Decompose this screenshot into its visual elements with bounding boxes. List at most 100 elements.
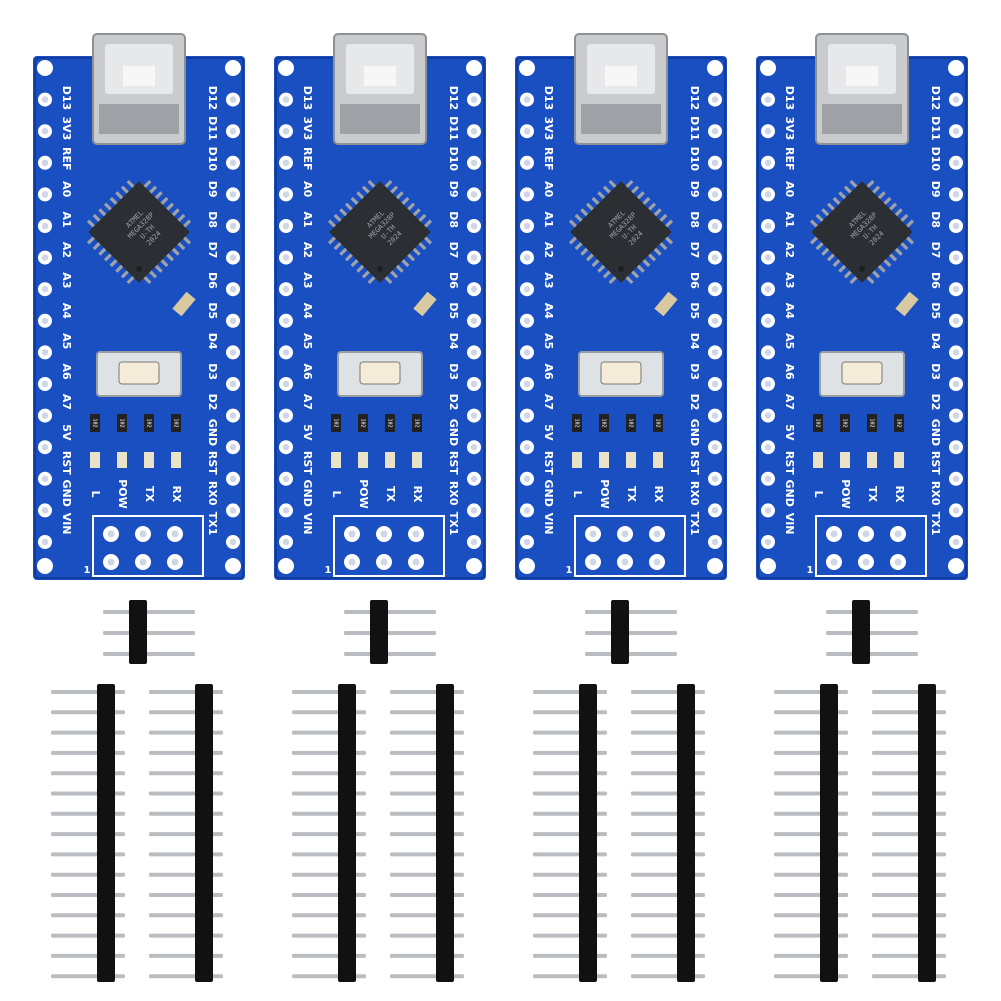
pin-label-right: RX0 (929, 481, 942, 506)
pin-hole (229, 317, 237, 325)
header-body (129, 600, 147, 664)
pin-hole (711, 222, 719, 230)
pin-label-left: D13 (783, 86, 796, 110)
pin-hole (764, 285, 772, 293)
crystal (654, 291, 678, 317)
icsp-hole (348, 558, 356, 566)
long-pin-header (292, 684, 366, 982)
pin-label-left: A3 (542, 272, 555, 288)
pin-hole (282, 443, 290, 451)
pin-label-right: D4 (447, 333, 460, 350)
pin-label-left: GND (542, 480, 555, 507)
boards-layer: D133V3REFA0A1A2A3A4A5A6A75VRSTGNDVIND12D… (33, 33, 968, 580)
pin-hole (282, 191, 290, 198)
pin-hole (470, 254, 478, 261)
resistor-code: 102 (146, 418, 152, 427)
pin-label-right: GND (447, 419, 460, 446)
small-pin-header (103, 600, 195, 664)
pin-hole (952, 222, 960, 230)
pin-hole (764, 127, 772, 135)
pin-header-set (292, 600, 464, 982)
pin-hole (470, 127, 478, 135)
pin-hole (523, 254, 531, 261)
pin-hole (282, 412, 290, 419)
resistor (599, 414, 609, 432)
pin-label-right: D12 (206, 86, 219, 110)
long-pin-header (774, 684, 848, 982)
resistor-code: 102 (869, 418, 875, 427)
usb-legs (99, 104, 179, 134)
pin-label-right: D4 (206, 333, 219, 350)
header-body (338, 684, 356, 982)
led-label: RX (652, 486, 665, 503)
resistor (90, 414, 100, 432)
pin-hole (470, 317, 478, 325)
pin-hole (764, 349, 772, 356)
mount-hole (37, 558, 53, 574)
pin-label-left: A2 (783, 242, 796, 258)
pin-header-set (774, 600, 946, 982)
pin-label-right: TX1 (929, 512, 942, 536)
led (813, 452, 823, 468)
pin-label-right: D11 (206, 116, 219, 140)
icsp-hole (862, 530, 870, 538)
pin-label-right: D6 (206, 272, 219, 289)
resistor (144, 414, 154, 432)
pin-label-right: D5 (688, 302, 701, 319)
led (867, 452, 877, 468)
pin-hole (41, 127, 49, 135)
pin-label-right: D8 (206, 211, 219, 228)
icsp-hole (107, 530, 115, 538)
pin-label-left: A5 (783, 333, 796, 349)
pin-label-left: A4 (783, 303, 796, 320)
usb-tongue (605, 66, 637, 86)
pin1-marker: 1 (807, 565, 814, 576)
pin-hole (523, 380, 531, 388)
icsp-hole (171, 558, 179, 566)
arduino-nano-board: D133V3REFA0A1A2A3A4A5A6A75VRSTGNDVIND12D… (756, 33, 968, 580)
pcb (515, 56, 727, 580)
mount-hole (225, 60, 241, 76)
icsp-hole (348, 530, 356, 538)
pin-hole (952, 254, 960, 261)
pcb (756, 56, 968, 580)
icsp-hole (830, 558, 838, 566)
resistor (385, 414, 395, 432)
pin-hole (711, 412, 719, 419)
pin-label-right: D6 (688, 272, 701, 289)
pin-label-right: RST (447, 451, 460, 475)
pin-label-right: D10 (688, 147, 701, 172)
led (358, 452, 368, 468)
pin-label-right: D4 (688, 333, 701, 350)
pin-hole (41, 349, 49, 356)
arduino-nano-board: D133V3REFA0A1A2A3A4A5A6A75VRSTGNDVIND12D… (33, 33, 245, 580)
pin-hole (41, 380, 49, 388)
pin1-marker: 1 (566, 565, 573, 576)
pin-label-right: D11 (688, 116, 701, 140)
header-body (370, 600, 388, 664)
pin-label-right: RX0 (688, 481, 701, 506)
mount-hole (519, 60, 535, 76)
crystal (172, 291, 196, 317)
pin-hole (523, 317, 531, 325)
icsp-outline (92, 515, 204, 577)
header-pin (103, 631, 195, 635)
led (626, 452, 636, 468)
pin-hole (764, 191, 772, 198)
pin-hole (523, 349, 531, 356)
pin-label-right: D12 (447, 86, 460, 110)
mount-hole (760, 558, 776, 574)
pin-hole (229, 475, 237, 483)
pin-hole (523, 538, 531, 546)
header-body (677, 684, 695, 982)
headers-layer (51, 600, 946, 982)
resistor-code: 102 (360, 418, 366, 427)
resistor (117, 414, 127, 432)
pin-label-left: A0 (783, 181, 796, 198)
icsp-hole (412, 530, 420, 538)
led-label: RX (170, 486, 183, 503)
pin-hole (470, 349, 478, 356)
led (117, 452, 127, 468)
pin-hole (282, 222, 290, 230)
led (412, 452, 422, 468)
